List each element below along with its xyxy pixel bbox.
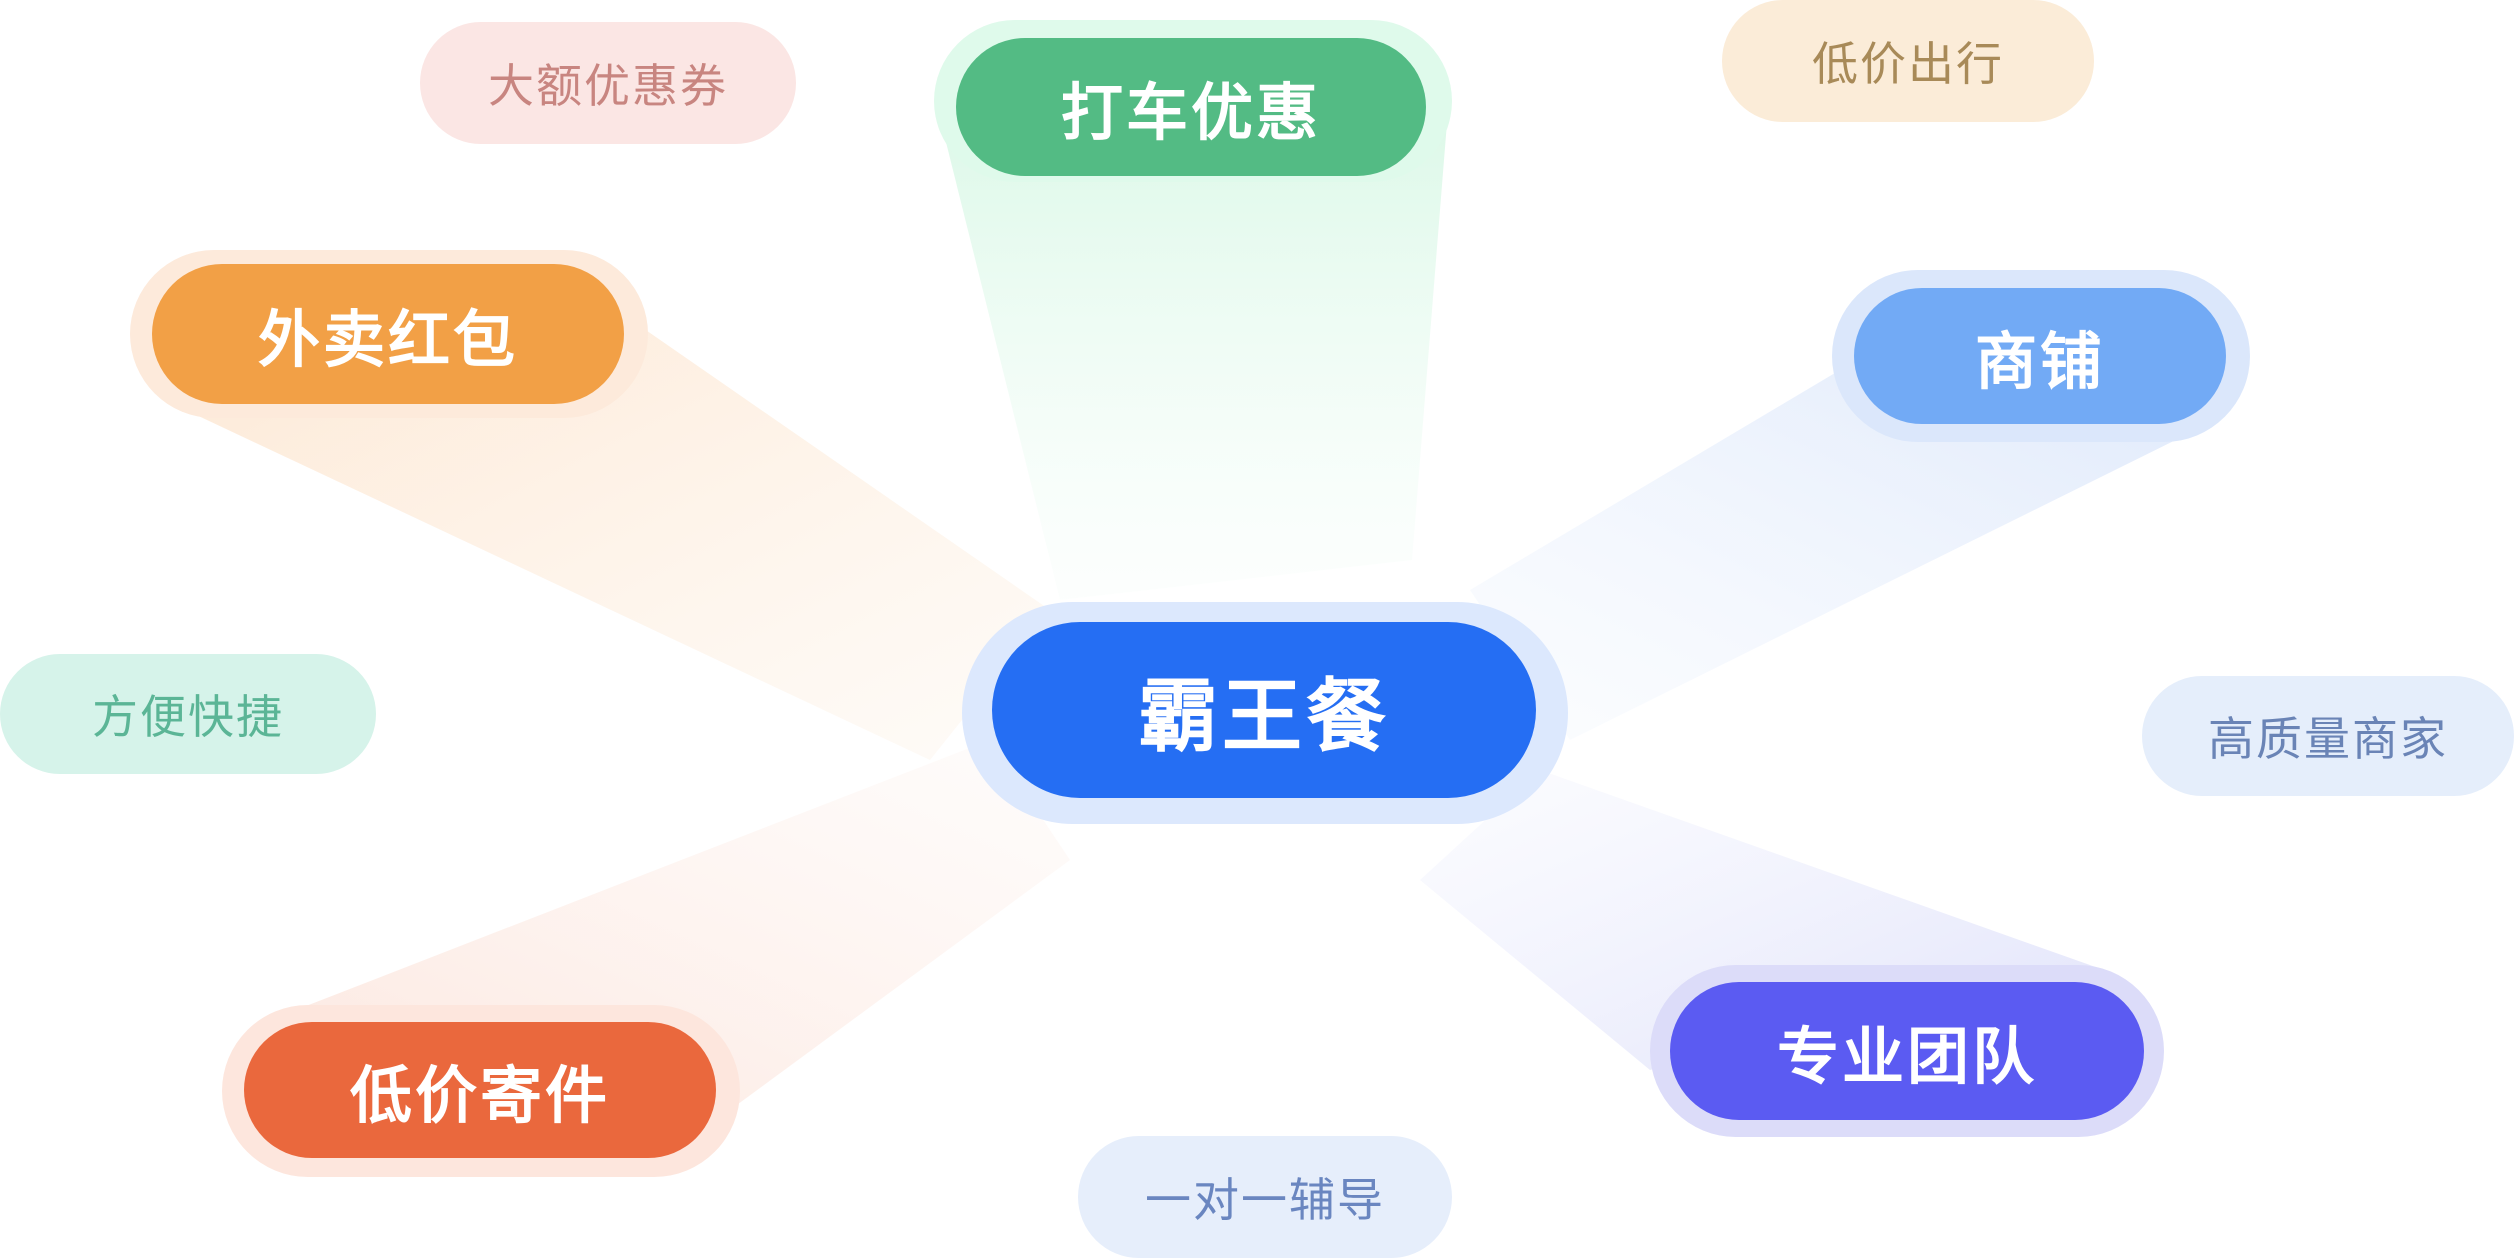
tag-label: 大额优惠券 (488, 59, 728, 113)
node-taxi-discount: 打车优惠 (956, 38, 1426, 176)
tag-one-on-one: 一对一辅导 (1078, 1136, 1452, 1258)
tag-quality-merchants: 高质量商家 (2142, 676, 2514, 796)
ray-shop (1470, 370, 2216, 740)
ray-taxi (938, 110, 1448, 600)
tag-convenient: 方便快捷 (0, 654, 376, 774)
node-label: 商铺 (1974, 325, 2105, 398)
tag-cheap-travel: 低价出行 (1722, 0, 2094, 122)
tag-label: 方便快捷 (92, 690, 284, 744)
center-node: 霸王餐 (992, 622, 1536, 798)
node-label: 低价寄件 (349, 1059, 610, 1132)
tag-label: 一对一辅导 (1145, 1173, 1385, 1227)
center-node-label: 霸王餐 (1138, 670, 1390, 763)
ray-waimai (190, 326, 1050, 760)
node-takeout-coupon: 外卖红包 (152, 264, 624, 404)
node-label: 打车优惠 (1060, 76, 1321, 149)
tag-big-coupon: 大额优惠券 (420, 22, 796, 144)
node-pro-team: 专业团队 (1670, 982, 2144, 1120)
node-label: 外卖红包 (257, 303, 518, 376)
node-cheap-shipping: 低价寄件 (244, 1022, 716, 1158)
node-label: 专业团队 (1776, 1020, 2037, 1093)
tag-label: 高质量商家 (2208, 712, 2448, 766)
node-shops: 商铺 (1854, 288, 2226, 424)
tag-label: 低价出行 (1812, 37, 2004, 91)
